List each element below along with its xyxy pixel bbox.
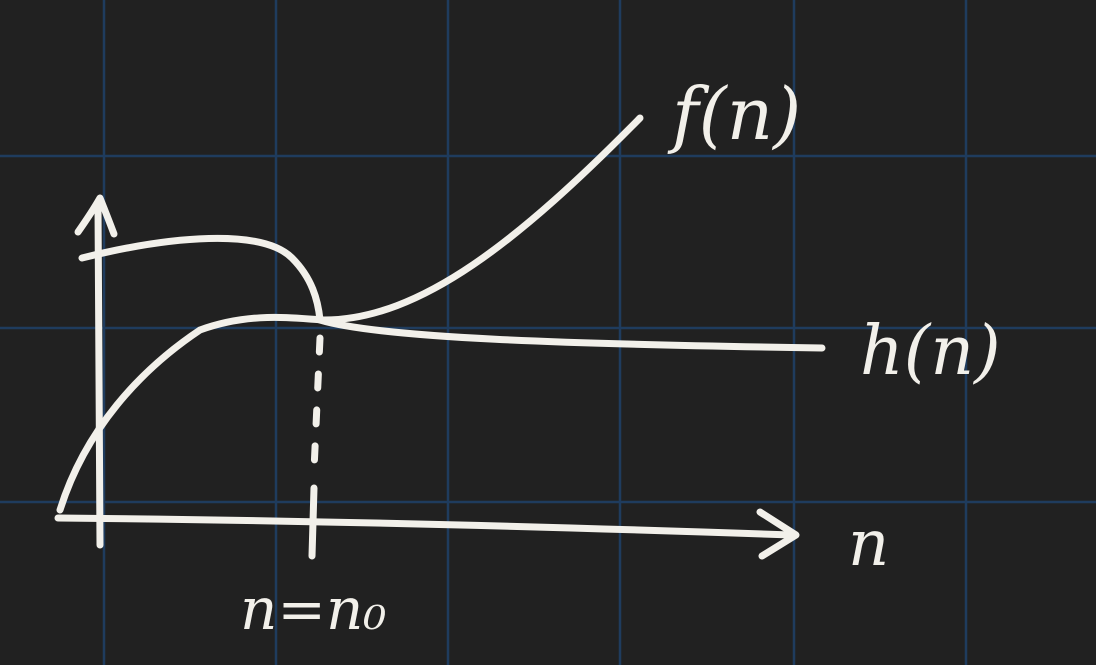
x-axis-label: n	[848, 507, 890, 581]
x-axis	[54, 514, 796, 539]
y-axis-arrowhead	[74, 194, 118, 238]
threshold-dashed-line	[310, 334, 324, 474]
threshold-label: n=n₀	[240, 575, 387, 643]
y-axis	[94, 201, 104, 549]
x-axis-arrowhead	[756, 508, 800, 560]
f-curve	[56, 114, 644, 514]
f-curve-label: f(n)	[672, 72, 802, 156]
h-curve	[78, 234, 826, 352]
h-curve-label: h(n)	[860, 312, 1001, 391]
threshold-tick	[308, 484, 318, 560]
